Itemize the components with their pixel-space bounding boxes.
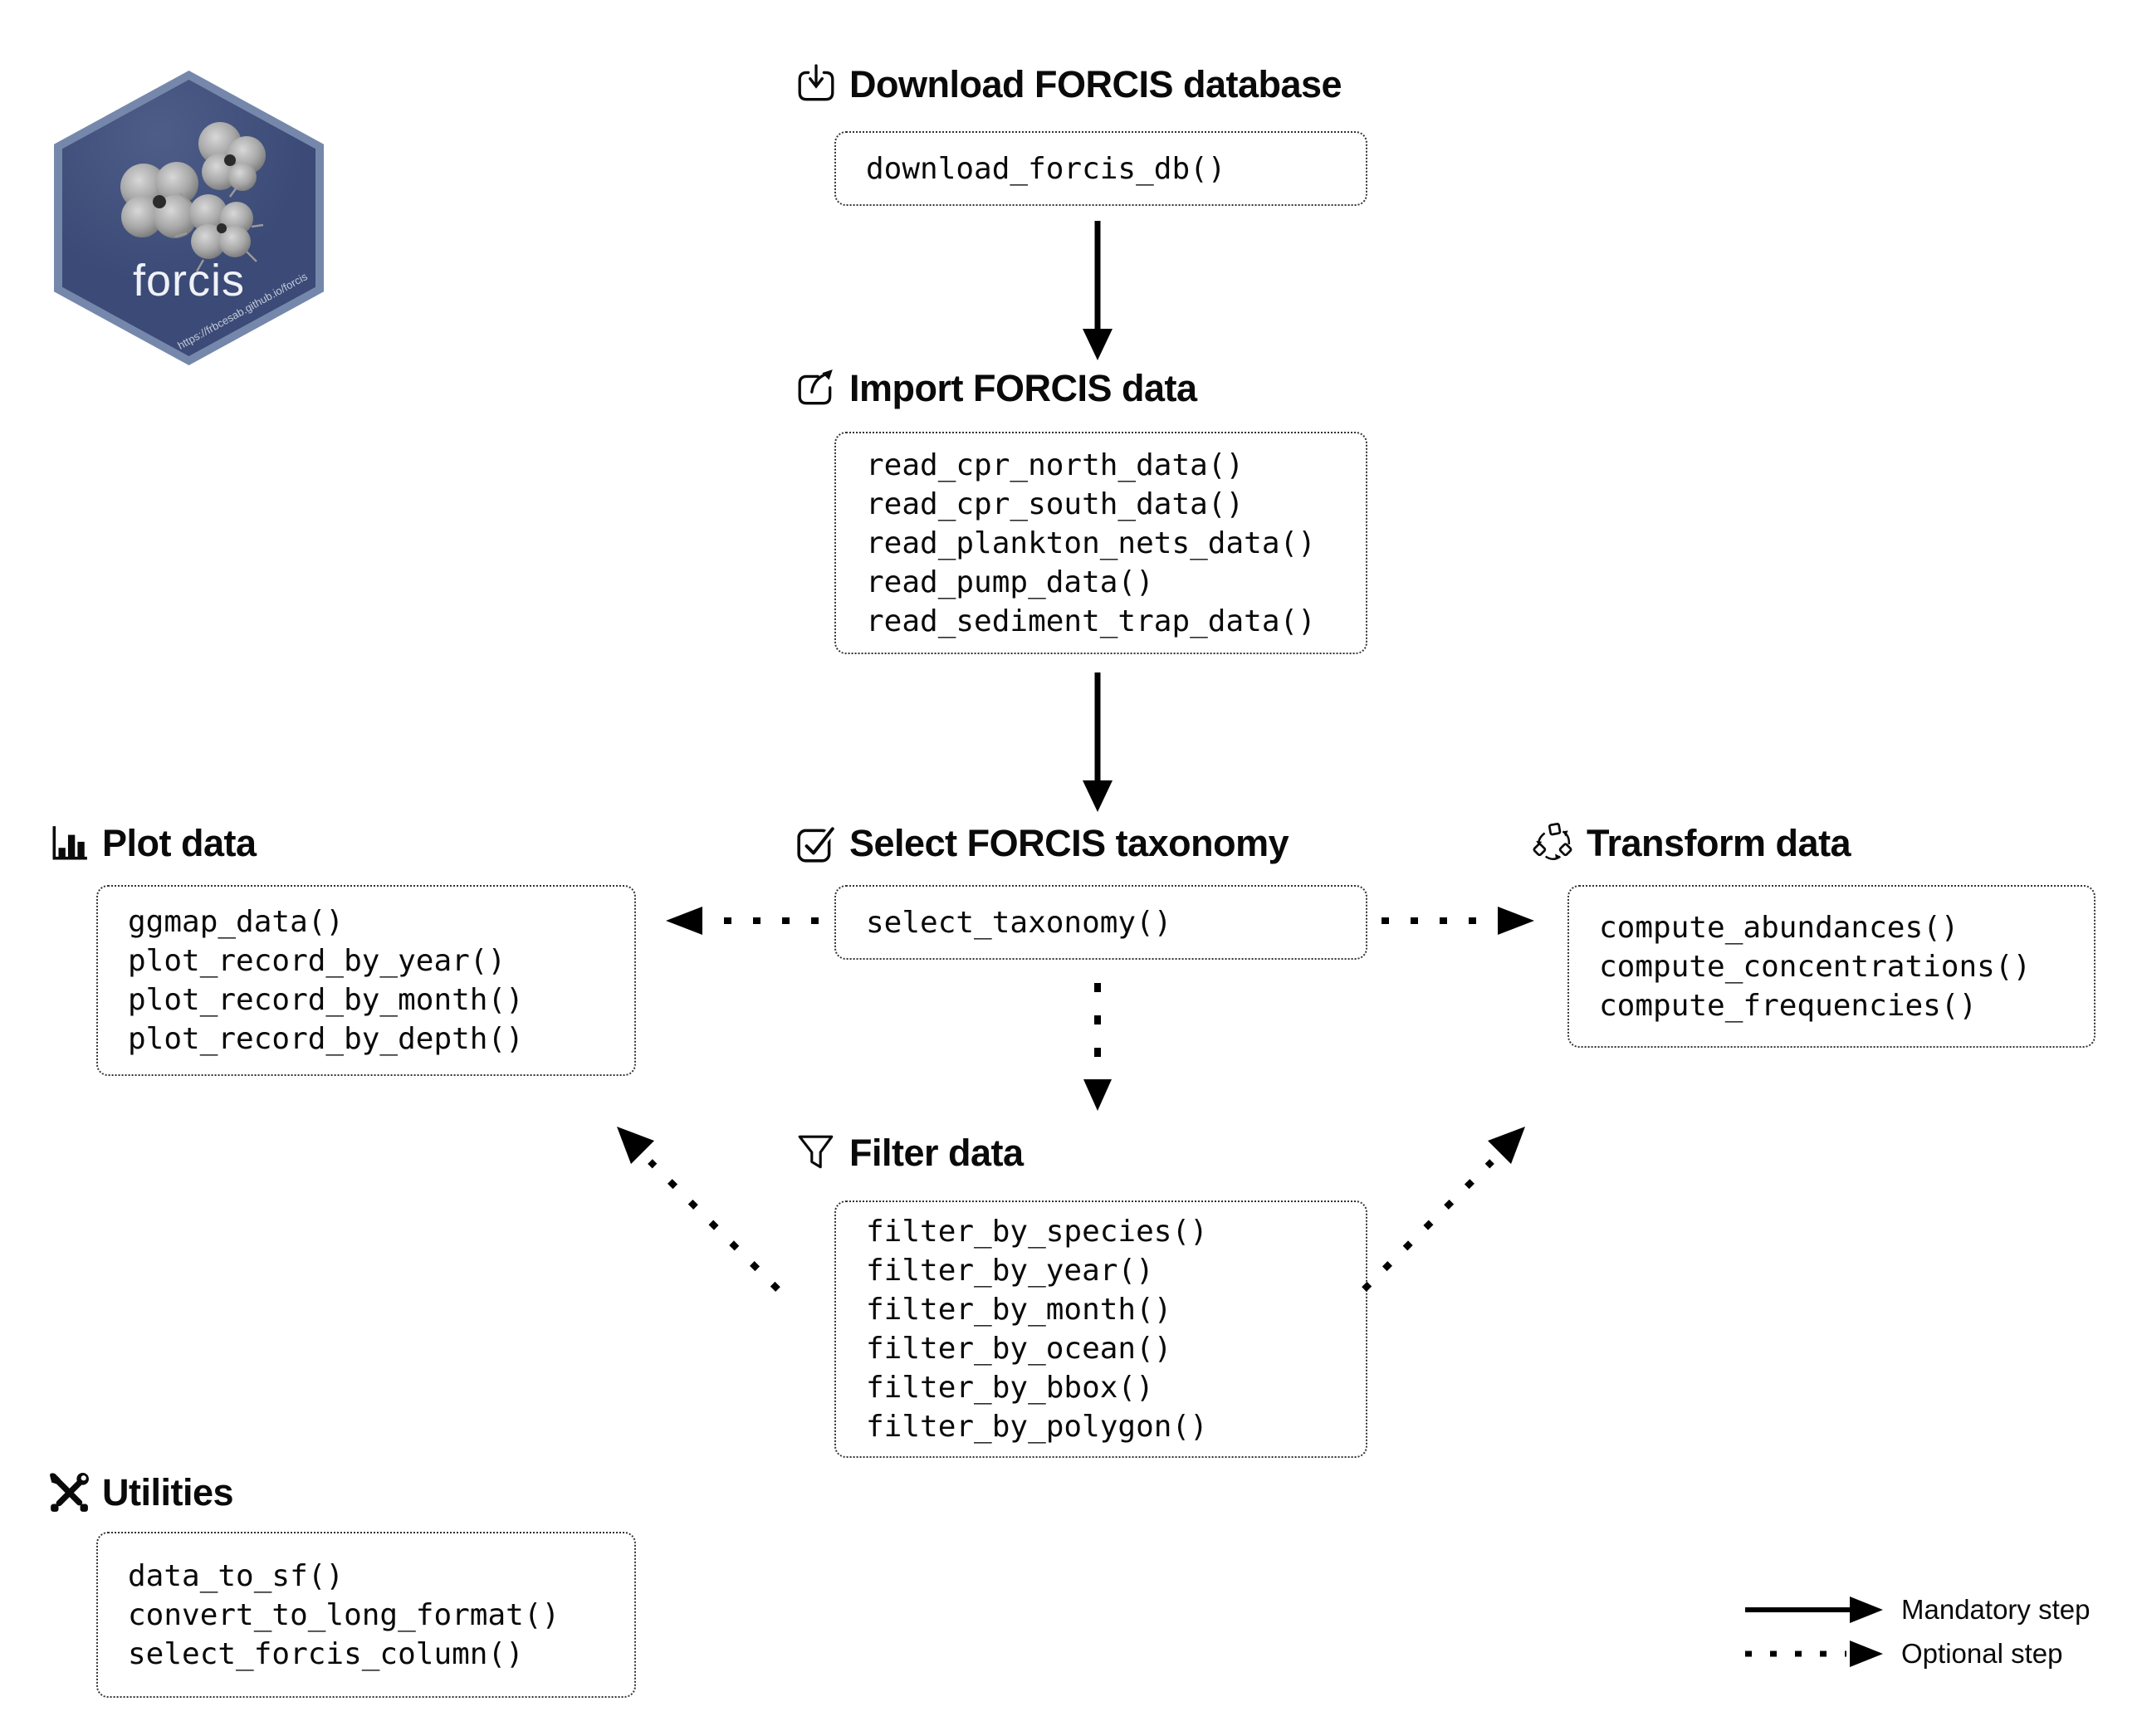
section-header-import: Import FORCIS data [795,367,1197,410]
section-header-download: Download FORCIS database [795,63,1342,106]
utilities-functions-box: data_to_sf() convert_to_long_format() se… [96,1532,636,1698]
arrow-select-to-transform [1382,907,1534,935]
function-name: read_plankton_nets_data() [866,526,1316,560]
function-name: read_cpr_south_data() [866,487,1245,521]
section-title: Plot data [102,822,257,864]
section-title: Utilities [102,1471,234,1513]
arrow-select-to-plot [666,907,819,935]
logo-wordmark: forcis [132,256,245,306]
checkbox-icon [797,824,837,863]
section-header-filter: Filter data [795,1132,1024,1175]
function-name: download_forcis_db() [866,151,1226,186]
function-name: filter_by_month() [866,1293,1172,1327]
legend-optional-arrow [1745,1641,1883,1667]
function-name: filter_by_species() [866,1215,1208,1249]
section-header-utilities: Utilities [48,1471,234,1514]
function-name: filter_by_year() [866,1254,1154,1288]
function-name: read_pump_data() [866,565,1154,599]
arrow-filter-to-plot [617,1127,780,1292]
function-name: compute_frequencies() [1599,988,1978,1023]
transform-functions-box: compute_abundances() compute_concentrati… [1567,885,2096,1048]
function-name: plot_record_by_depth() [128,1022,524,1056]
function-name: convert_to_long_format() [128,1597,560,1632]
function-name: read_sediment_trap_data() [866,604,1316,638]
function-name: select_forcis_column() [128,1636,524,1671]
function-name: compute_concentrations() [1599,949,2032,984]
forcis-hex-logo: forcis https://frbcesab.github.io/forcis [54,71,324,365]
download-tray-icon [798,64,834,101]
arrow-download-to-import [1083,221,1113,360]
function-name: filter_by_ocean() [866,1332,1172,1366]
section-title: Download FORCIS database [849,63,1342,105]
function-name: compute_abundances() [1599,910,1959,945]
section-title: Transform data [1587,822,1851,864]
filter-functions-box: filter_by_species() filter_by_year() fil… [834,1201,1367,1458]
select-taxonomy-functions-box: select_taxonomy() [834,885,1367,960]
function-name: read_cpr_north_data() [866,447,1245,482]
import-functions-box: read_cpr_north_data() read_cpr_south_dat… [834,432,1367,654]
arrow-filter-to-transform [1362,1127,1525,1292]
function-name: plot_record_by_year() [128,944,506,978]
function-name: plot_record_by_month() [128,983,524,1017]
download-functions-box: download_forcis_db() [834,131,1367,206]
funnel-icon [798,1135,834,1169]
export-arrow-icon [798,369,833,405]
recycle-icon [1533,823,1572,860]
section-header-plot: Plot data [48,822,257,865]
function-name: ggmap_data() [128,905,345,939]
arrow-select-to-filter [1083,983,1112,1111]
foraminifera-illustration [120,122,266,272]
function-name: select_taxonomy() [866,905,1172,940]
section-title: Select FORCIS taxonomy [849,822,1289,864]
section-header-transform: Transform data [1533,822,1851,865]
function-name: data_to_sf() [128,1558,345,1593]
legend-mandatory-arrow [1745,1597,1883,1623]
arrow-import-to-select [1083,672,1113,812]
legend-optional-label: Optional step [1901,1638,2063,1669]
bar-chart-icon [52,826,87,860]
section-header-select-taxonomy: Select FORCIS taxonomy [795,822,1289,865]
section-title: Import FORCIS data [849,367,1197,409]
function-name: filter_by_bbox() [866,1371,1154,1405]
legend-mandatory-label: Mandatory step [1901,1594,2091,1625]
plot-functions-box: ggmap_data() plot_record_by_year() plot_… [96,885,636,1076]
tools-icon [50,1473,89,1512]
section-title: Filter data [849,1132,1024,1174]
function-name: filter_by_polygon() [866,1410,1208,1444]
